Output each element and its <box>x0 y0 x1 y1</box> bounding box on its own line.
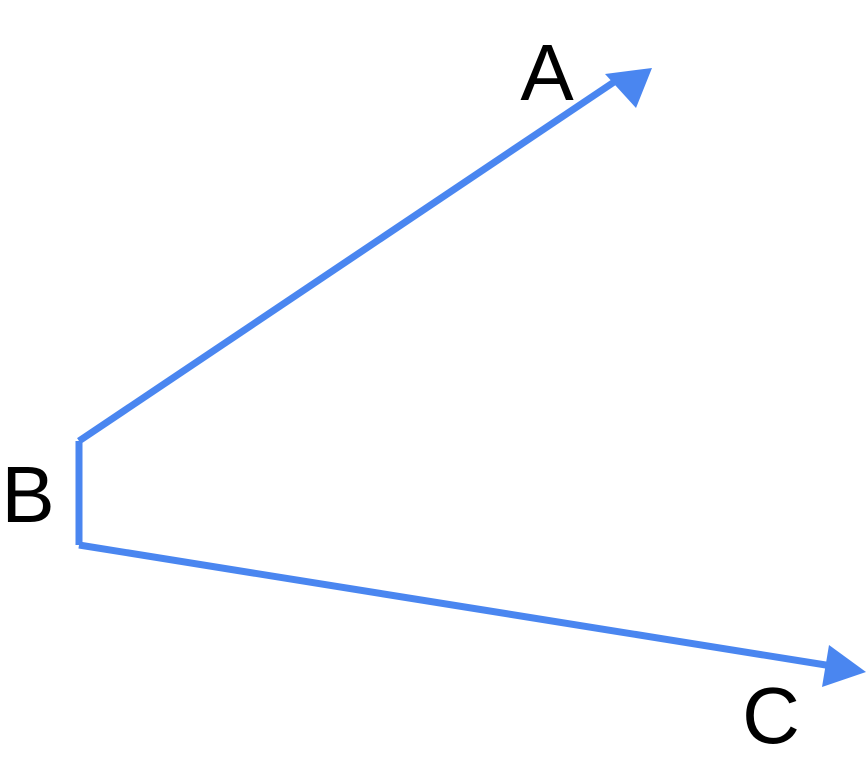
arrowhead-a <box>605 68 652 108</box>
ray-ba <box>77 75 622 444</box>
label-b: B <box>1 450 54 539</box>
label-a: A <box>520 28 574 117</box>
arrowhead-c <box>822 645 866 687</box>
label-c: C <box>742 671 800 760</box>
ray-bc <box>78 541 833 670</box>
